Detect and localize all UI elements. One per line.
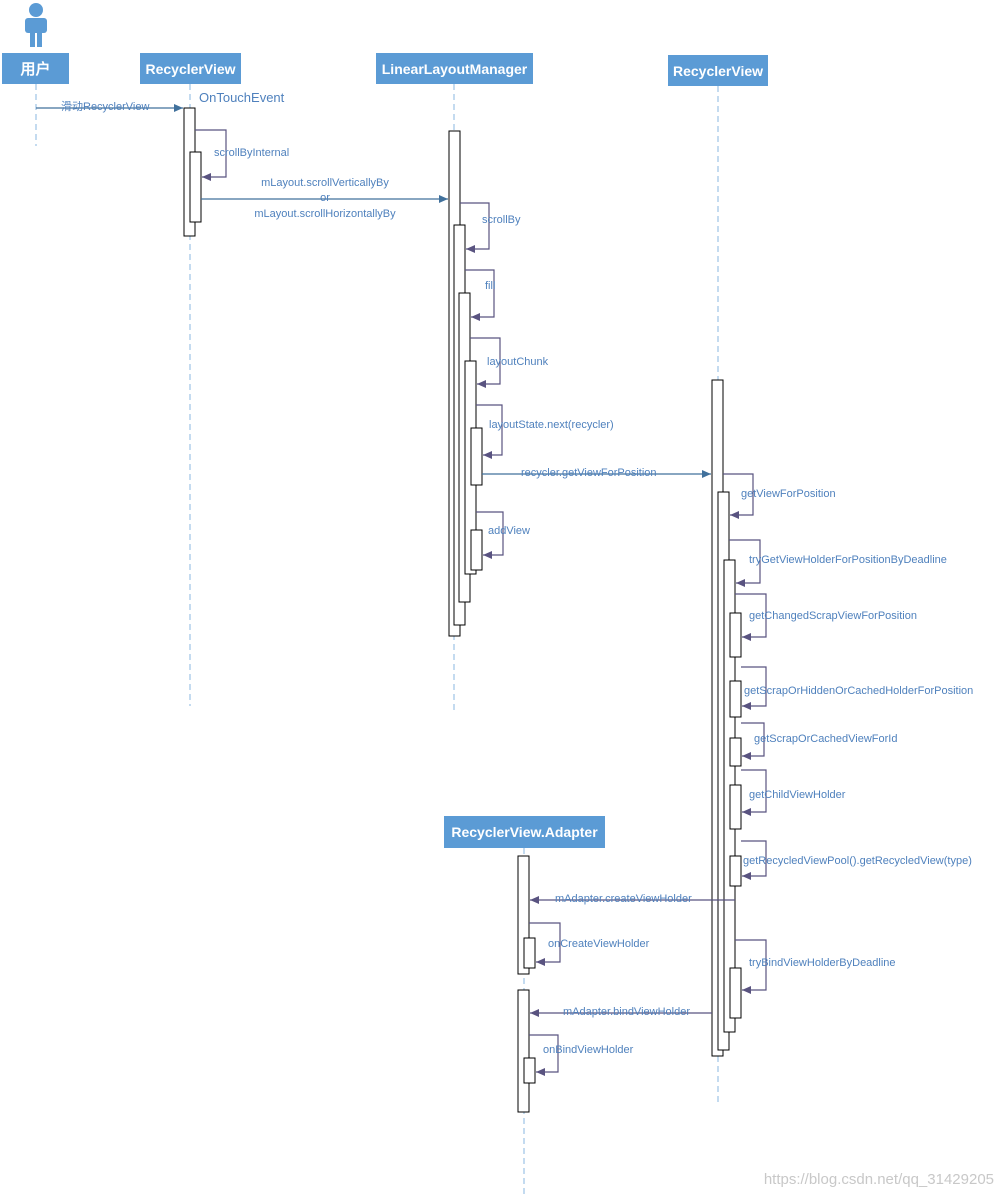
activation-rv2-trybindviewholder: [729, 967, 742, 1019]
person-icon: [25, 3, 47, 47]
activation-rv2-getchildviewholder: [729, 784, 742, 830]
participant-recyclerview-1: RecyclerView: [140, 53, 241, 84]
label-get-scrap-cached-by-id: getScrapOrCachedViewForId: [754, 733, 898, 745]
self-arrow-trybindviewholder: [735, 939, 767, 994]
activation-llm-addview: [470, 529, 483, 571]
label-layout-state-next: layoutState.next(recycler): [489, 419, 614, 431]
label-try-bind-view-holder: tryBindViewHolderByDeadline: [749, 957, 896, 969]
self-arrow-addview: [476, 511, 504, 559]
self-arrow-getscrapcachedbyid: [741, 722, 765, 760]
label-get-changed-scrap: getChangedScrapViewForPosition: [749, 610, 917, 622]
label-scroll-call-line1: mLayout.scrollVerticallyBy: [261, 177, 389, 189]
self-arrow-getrecycledview: [741, 840, 767, 880]
self-arrow-scrollbyinternal: [195, 129, 227, 181]
self-arrow-getchangedscrap: [735, 593, 767, 641]
activation-adapter-oncreateviewholder: [523, 937, 536, 969]
label-get-recycled-view: getRecycledViewPool().getRecycledView(ty…: [743, 855, 972, 867]
label-bind-view-holder-call: mAdapter.bindViewHolder: [563, 1006, 690, 1018]
label-scroll-call-line3: mLayout.scrollHorizontallyBy: [254, 208, 396, 220]
activation-rv2-getscraphiddencached: [729, 680, 742, 718]
activation-rv2-getscrapcachedbyid: [729, 737, 742, 767]
self-arrow-getchildviewholder: [741, 769, 767, 816]
label-scroll-by-internal: scrollByInternal: [214, 147, 290, 159]
self-arrow-scrollby: [460, 202, 490, 253]
self-arrow-oncreateviewholder: [529, 922, 561, 966]
actor-label-user: 用户: [2, 53, 69, 84]
self-arrow-onbindviewholder: [529, 1034, 559, 1076]
label-add-view: addView: [488, 525, 530, 537]
self-arrow-layoutstate-next: [476, 404, 503, 459]
activation-adapter-onbindviewholder: [523, 1057, 536, 1084]
label-get-view-for-position-call: recycler.getViewForPosition: [521, 467, 657, 479]
activation-rv1-scrollbyinternal: [189, 151, 202, 223]
self-arrow-getviewforposition: [723, 473, 754, 519]
label-on-create-view-holder: onCreateViewHolder: [548, 938, 650, 950]
label-slide-recyclerview: 滑动RecyclerView: [61, 101, 150, 113]
self-arrow-getscraphiddencached: [741, 666, 767, 710]
label-get-view-for-position: getViewForPosition: [741, 488, 836, 500]
self-arrow-layoutchunk: [470, 337, 501, 388]
label-try-get-view-holder: tryGetViewHolderForPositionByDeadline: [749, 554, 947, 566]
activation-llm-layoutstate-next: [470, 427, 483, 486]
label-create-view-holder-call: mAdapter.createViewHolder: [555, 893, 692, 905]
label-scroll-by: scrollBy: [482, 214, 521, 226]
label-get-scrap-hidden-cached: getScrapOrHiddenOrCachedHolderForPositio…: [744, 685, 974, 697]
activation-adapter-createviewholder: [517, 855, 530, 975]
label-on-touch-event: OnTouchEvent: [199, 90, 285, 105]
label-on-bind-view-holder: onBindViewHolder: [543, 1044, 634, 1056]
participant-recyclerview-adapter: RecyclerView.Adapter: [444, 816, 605, 848]
activation-rv2-getchangedscrap: [729, 612, 742, 658]
activation-adapter-bindviewholder: [517, 989, 530, 1113]
participant-linearlayoutmanager: LinearLayoutManager: [376, 53, 533, 84]
self-arrow-fill: [465, 269, 495, 321]
label-get-child-view-holder: getChildViewHolder: [749, 789, 846, 801]
watermark: https://blog.csdn.net/qq_31429205: [763, 1171, 994, 1188]
participant-recyclerview-2: RecyclerView: [668, 55, 768, 86]
label-layout-chunk: layoutChunk: [487, 356, 549, 368]
label-scroll-call-line2: or: [320, 192, 330, 204]
activation-rv2-getrecycledview: [729, 855, 742, 887]
self-arrow-trygetviewholder: [729, 539, 761, 587]
label-fill: fill: [485, 280, 496, 292]
